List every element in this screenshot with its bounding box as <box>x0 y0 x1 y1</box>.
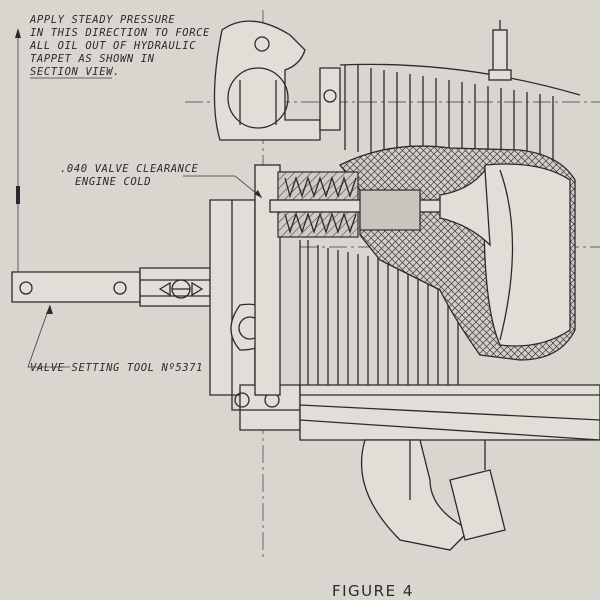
spark-plug <box>488 20 512 81</box>
clearance-note-line-2: ENGINE COLD <box>75 176 151 188</box>
intake-pipe <box>361 439 506 551</box>
leader-lines <box>27 175 263 368</box>
rocker-housing <box>213 20 341 141</box>
cylinder-barrel <box>299 384 600 470</box>
pressure-note-line-5: SECTION VIEW. <box>30 66 120 78</box>
clearance-note: .040 VALVE CLEARANCE ENGINE COLD <box>60 163 199 188</box>
pressure-note-line-4: TAPPET AS SHOWN IN <box>30 53 155 65</box>
pressure-note-line-2: IN THIS DIRECTION TO FORCE <box>30 27 210 39</box>
tool-note: VALVE SETTING TOOL Nº5371 <box>30 362 203 374</box>
clearance-note-line-1: .040 VALVE CLEARANCE <box>60 163 199 175</box>
figure-caption: FIGURE 4 <box>332 582 414 600</box>
pressure-note-line-3: ALL OIL OUT OF HYDRAULIC <box>29 40 196 52</box>
cylinder-fins <box>254 63 581 396</box>
pressure-direction-arrow <box>15 28 21 272</box>
pressure-note: APPLY STEADY PRESSURE IN THIS DIRECTION … <box>29 14 210 79</box>
valve-assembly <box>269 168 491 247</box>
pressure-note-line-1: APPLY STEADY PRESSURE <box>29 14 175 26</box>
